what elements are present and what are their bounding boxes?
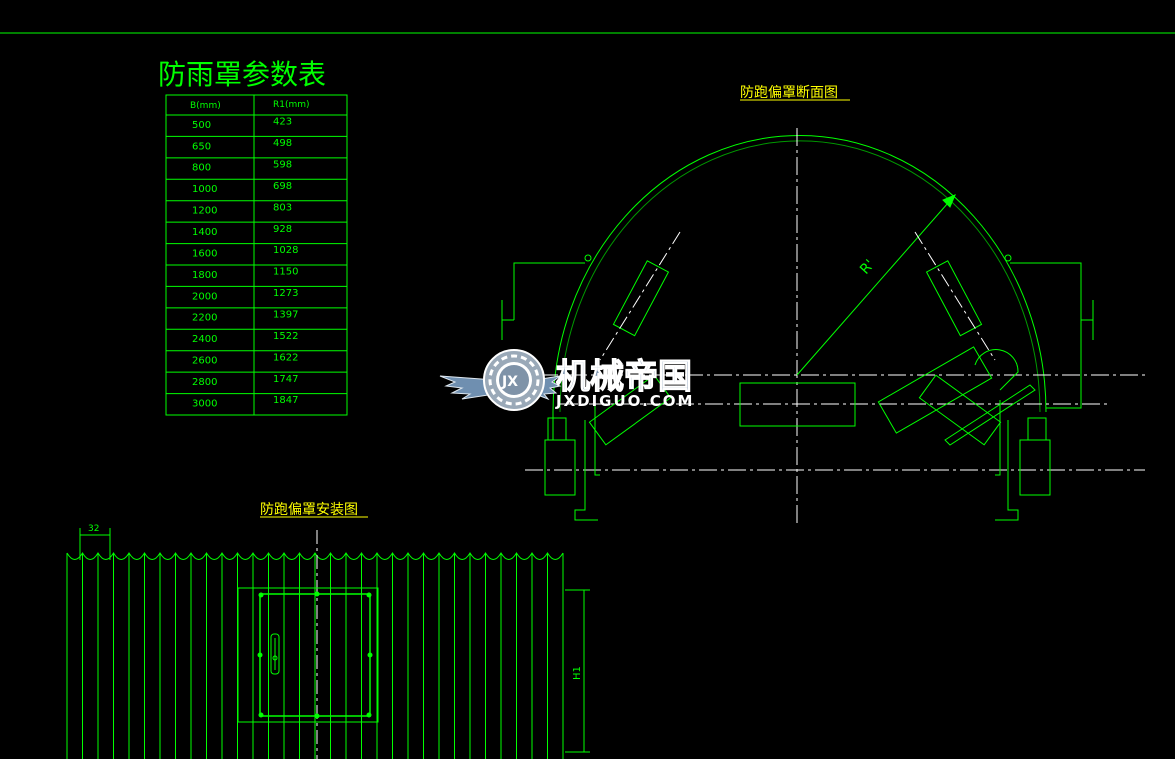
table-cell-r: 1747 xyxy=(273,374,298,385)
right-idler-axis xyxy=(914,231,996,361)
section-view: 防跑偏罩断面图 R' xyxy=(501,85,1145,525)
left-motor-box xyxy=(544,439,576,496)
table-cell-b: 1000 xyxy=(192,184,217,195)
table-cell-r: 1622 xyxy=(273,352,298,363)
watermark-emblem-letters: JX xyxy=(501,374,518,390)
table-cell-r: 1397 xyxy=(273,310,298,321)
door-bolt-bl xyxy=(258,712,264,718)
section-view-title: 防跑偏罩断面图 xyxy=(740,85,838,101)
left-stand-leg-inner xyxy=(594,400,600,476)
right-bracket-arm xyxy=(944,384,1036,446)
table-cell-b: 2400 xyxy=(192,334,217,345)
door-bolt-tm xyxy=(314,591,320,597)
parameter-table: 防雨罩参数表 B(mm) R1(mm) 500 423 650 498 800 598 10… xyxy=(158,58,348,416)
table-cell-b: 3000 xyxy=(192,398,217,409)
door-bolt-lm xyxy=(257,652,263,658)
table-cell-r: 498 xyxy=(273,138,292,149)
table-cell-b: 1200 xyxy=(192,206,217,217)
radius-dimension-line xyxy=(796,194,956,376)
table-cell-r: 423 xyxy=(273,117,292,128)
door-bolt-tr xyxy=(366,592,372,598)
table-cell-b: 2000 xyxy=(192,291,217,302)
table-cell-b: 1400 xyxy=(192,227,217,238)
table-cell-r: 1273 xyxy=(273,288,298,299)
left-top-bracket xyxy=(513,262,585,320)
table-cell-r: 803 xyxy=(273,202,292,213)
table-grid xyxy=(165,94,348,416)
radius-label: R' xyxy=(857,257,878,278)
access-door-frame xyxy=(237,587,379,723)
door-bolt-br xyxy=(366,712,372,718)
pitch-dimension-label: 32 xyxy=(88,524,99,534)
height-dimension-label: H1 xyxy=(572,666,583,680)
table-header-r: R1(mm) xyxy=(273,100,310,110)
table-cell-r: 1028 xyxy=(273,245,298,256)
table-outline xyxy=(165,94,348,416)
left-lower-roller xyxy=(588,374,672,446)
table-cell-b: 1600 xyxy=(192,248,217,259)
gear-icon xyxy=(483,349,545,411)
table-cell-b: 1800 xyxy=(192,270,217,281)
table-cell-r: 698 xyxy=(273,181,292,192)
left-idler-roller xyxy=(612,260,670,337)
table-cell-b: 800 xyxy=(192,163,211,174)
cover-arc xyxy=(552,135,1047,413)
table-cell-b: 2600 xyxy=(192,356,217,367)
install-view-title: 防跑偏罩安装图 xyxy=(260,502,358,518)
right-stand-leg xyxy=(995,420,1019,521)
corrugation-rib-lines xyxy=(66,553,564,759)
right-motor-cap xyxy=(1027,417,1047,441)
cover-arc-inner xyxy=(559,140,1041,413)
table-rows: 500 423 650 498 800 598 1000 698 1200 803 1400 928 1… xyxy=(192,117,298,410)
radius-arrowhead xyxy=(942,194,956,208)
table-cell-b: 650 xyxy=(192,141,211,152)
table-title: 防雨罩参数表 xyxy=(158,58,326,91)
table-cell-b: 2200 xyxy=(192,313,217,324)
right-top-bracket xyxy=(1010,262,1082,409)
door-handle-icon xyxy=(270,633,280,675)
right-lower-roller xyxy=(918,374,1002,446)
watermark-name: 机械帝国 xyxy=(556,357,692,397)
left-idler-axis xyxy=(599,231,681,361)
table-cell-b: 500 xyxy=(192,120,211,131)
installation-view: 防跑偏罩安装图 32 H1 xyxy=(66,502,590,759)
left-joint-marker xyxy=(584,254,592,262)
left-motor-cap xyxy=(547,417,567,441)
right-roller-arc xyxy=(974,349,1019,391)
table-cell-r: 1522 xyxy=(273,331,298,342)
table-cell-r: 598 xyxy=(273,160,292,171)
table-cell-r: 1847 xyxy=(273,395,298,406)
table-cell-r: 1150 xyxy=(273,267,298,278)
table-cell-r: 928 xyxy=(273,224,292,235)
watermark-logo: JX 机械帝国 JXDIGUO.COM xyxy=(439,349,694,411)
door-bolt-bm xyxy=(314,713,320,719)
watermark-site: JXDIGUO.COM xyxy=(555,392,694,410)
table-header-b: B(mm) xyxy=(190,101,221,111)
door-bolt-rm xyxy=(367,652,373,658)
door-bolt-tl xyxy=(258,592,264,598)
table-cell-b: 2800 xyxy=(192,377,217,388)
right-motor-box xyxy=(1019,439,1051,496)
left-stand-leg xyxy=(574,420,598,521)
right-idler-roller xyxy=(925,260,983,337)
conveyor-belt-section xyxy=(739,382,856,427)
right-stand-leg-inner xyxy=(995,400,1001,476)
right-diagonal-roller xyxy=(877,346,993,434)
right-joint-marker xyxy=(1004,254,1012,262)
